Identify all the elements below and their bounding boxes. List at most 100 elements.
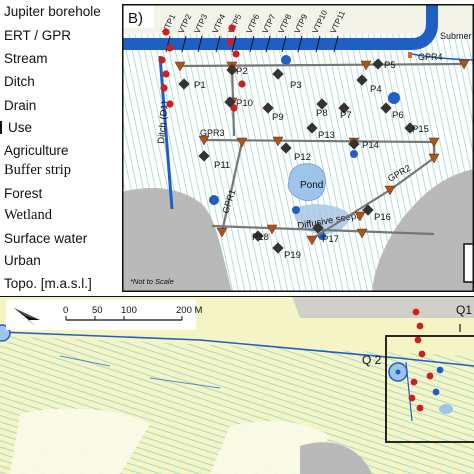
urban-area-left <box>122 188 232 292</box>
well-marker <box>388 92 400 104</box>
borehole-marker <box>436 366 444 374</box>
piezometer-marker <box>362 204 374 216</box>
gpr-marker-icon <box>384 185 396 196</box>
piezometer-marker <box>348 138 360 150</box>
legend-urban: Urban <box>4 253 41 268</box>
gpr-markers <box>174 59 470 246</box>
piezometer-label: P18 <box>252 232 269 243</box>
gpr-marker-icon <box>360 60 372 71</box>
piezometer-label: P7 <box>340 110 352 121</box>
gauging-station-dot <box>395 369 401 375</box>
legend-surface-water: Surface water <box>4 231 88 246</box>
legend-wetland: Wetland <box>4 207 52 223</box>
scale-panel <box>6 300 196 330</box>
piezometer-marker <box>312 222 324 234</box>
legend-stream: Stream <box>4 51 48 66</box>
piezometer-label: P14 <box>362 140 379 151</box>
vtp-line <box>249 35 255 53</box>
q2-label: Q 2 <box>362 353 382 367</box>
forest-band <box>122 4 474 34</box>
scale-tick-label: 200 M <box>176 305 202 316</box>
gpr-marker-icon <box>428 153 440 164</box>
ditch-label: Ditch (D1) <box>156 101 171 145</box>
submerged-drain <box>411 53 474 61</box>
urban-patch <box>300 442 372 474</box>
gpr-marker-icon <box>174 61 186 72</box>
diffusive-seeps-area <box>293 204 350 235</box>
piezometer-label: P17 <box>322 234 339 245</box>
borehole-marker <box>228 24 236 32</box>
stream-line <box>0 331 474 367</box>
pond-label: Pond <box>300 180 323 191</box>
panel-b-frame <box>122 4 474 292</box>
vtp-line <box>181 35 187 53</box>
gpr-marker-icon <box>354 211 366 222</box>
piezometer-label: P9 <box>272 112 284 123</box>
north-arrow-icon <box>14 308 40 326</box>
piezometer-label: P13 <box>318 130 335 141</box>
borehole-marker <box>158 56 166 64</box>
q1-label: Q1 <box>456 303 472 317</box>
borehole-marker <box>230 104 238 112</box>
piezometer-label: P5 <box>384 60 396 71</box>
borehole-marker <box>414 336 422 344</box>
gpr-marker-icon <box>236 137 248 148</box>
legend-use-label: Use <box>8 120 33 135</box>
vtp-line <box>197 35 203 53</box>
borehole-marker <box>166 44 174 52</box>
piezometer-label: P19 <box>284 250 301 261</box>
borehole-marker <box>416 322 424 330</box>
well-marker <box>350 150 358 158</box>
legend-topo: Topo. [m.a.s.l.] <box>4 276 92 291</box>
piezometer-label: P6 <box>392 110 404 121</box>
scale-tick-label: 100 <box>121 305 137 316</box>
well-marker <box>209 195 219 205</box>
inset-box <box>463 243 474 283</box>
submerged-label: Submer <box>440 31 472 41</box>
piezometer-label: P16 <box>374 212 391 223</box>
pond-area <box>287 163 326 201</box>
borehole-marker <box>418 350 426 358</box>
piezometer-label: P10 <box>236 98 253 109</box>
vtp-line <box>281 35 287 53</box>
ditch-d1 <box>158 55 174 210</box>
pond-small <box>439 404 453 414</box>
vtp-line <box>315 35 321 53</box>
stream-channel <box>122 4 438 50</box>
gpr-marker-icon <box>266 224 278 235</box>
forest-patch <box>10 408 150 474</box>
borehole-marker <box>238 80 246 88</box>
borehole-marker <box>416 404 424 412</box>
piezometer-label: P12 <box>294 152 311 163</box>
piezometer-label: P11 <box>214 160 230 171</box>
legend-ert-gpr: ERT / GPR <box>4 28 72 43</box>
legend-landuse-title: Use <box>0 120 32 135</box>
piezometer-marker <box>280 142 292 154</box>
piezometer-label: P15 <box>412 124 429 135</box>
legend-agriculture: Agriculture <box>4 143 69 158</box>
legend-bar-icon <box>0 121 2 134</box>
piezometer-label: P2 <box>236 66 248 77</box>
legend-jupiter-borehole: Jupiter borehole <box>4 4 101 19</box>
gpr-marker-icon <box>356 228 368 239</box>
borehole-marker <box>232 50 240 58</box>
gpr-marker-icon <box>272 136 284 147</box>
gpr-marker-icon <box>216 227 228 238</box>
piezometer-label: P4 <box>370 84 382 95</box>
borehole-marker <box>162 28 170 36</box>
borehole-marker <box>412 308 420 316</box>
legend-ditch: Ditch <box>4 74 35 89</box>
vtp-line <box>231 35 237 53</box>
borehole-marker <box>160 84 168 92</box>
urban-area-right <box>372 169 474 292</box>
drain-lines <box>59 355 221 389</box>
study-area-box <box>385 335 474 443</box>
gpr-marker-icon <box>198 135 210 146</box>
gpr3-label: GPR3 <box>200 128 225 138</box>
gpr-marker-icon <box>428 137 440 148</box>
lower-boreholes <box>408 308 444 412</box>
map-legend: Jupiter borehole ERT / GPR Stream Ditch … <box>0 0 122 295</box>
scale-note: *Not to Scale <box>130 277 174 286</box>
